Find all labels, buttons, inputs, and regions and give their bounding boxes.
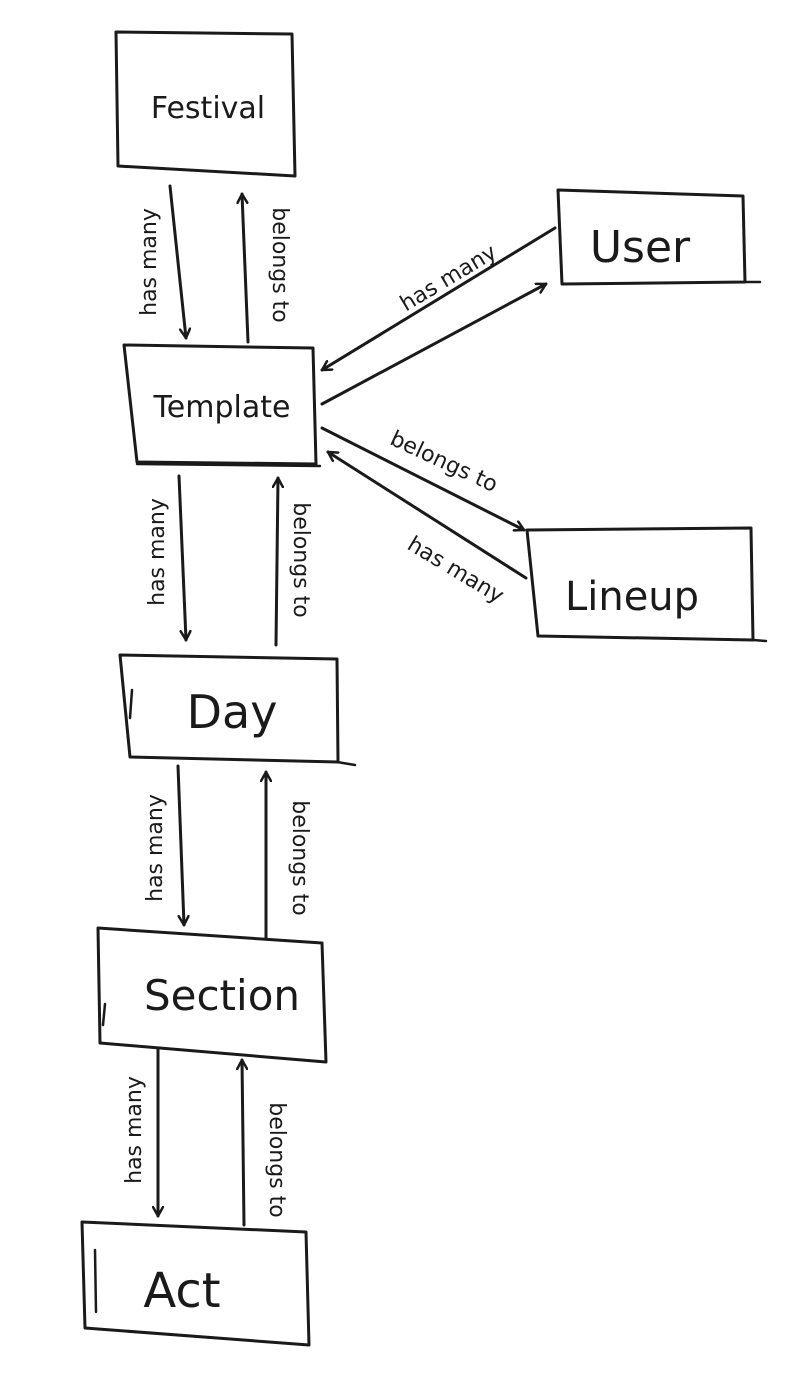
label-festival-has-many: has many	[137, 208, 162, 316]
arrow-template-lineup	[320, 426, 526, 530]
node-section: Section	[96, 926, 328, 1064]
label-template-belongs-to-lineup: belongs to	[386, 426, 501, 497]
arrow-template-user	[320, 282, 548, 406]
arrow-lineup-template	[326, 450, 528, 580]
node-act: Act	[80, 1220, 311, 1347]
label-day-has-many: has many	[143, 794, 168, 902]
label-template-belongs-to-festival: belongs to	[267, 207, 292, 323]
label-act-belongs-to-section: belongs to	[264, 1102, 289, 1218]
node-user-label: User	[590, 222, 691, 273]
arrow-festival-template-up	[242, 192, 250, 344]
arrow-day-section-down	[176, 764, 184, 927]
label-day-belongs-to-template: belongs to	[288, 502, 313, 618]
label-user-has-many: has many	[396, 240, 501, 317]
node-festival-label: Festival	[151, 91, 265, 126]
node-user: User	[556, 188, 762, 286]
node-section-label: Section	[144, 971, 300, 1020]
node-lineup-label: Lineup	[565, 574, 699, 620]
node-template: Template	[122, 343, 322, 468]
node-day-label: Day	[187, 685, 278, 739]
arrow-festival-template-down	[168, 184, 186, 340]
label-template-has-many-day: has many	[145, 498, 170, 606]
node-day: Day	[118, 653, 357, 767]
node-act-label: Act	[143, 1263, 220, 1319]
node-lineup: Lineup	[525, 526, 768, 643]
node-festival: Festival	[114, 30, 297, 178]
arrow-template-day-down	[177, 474, 186, 642]
arrow-day-template-up	[276, 476, 278, 647]
label-section-has-many: has many	[122, 1076, 147, 1184]
label-lineup-has-many: has many	[403, 532, 508, 609]
arrow-act-section-up	[242, 1058, 244, 1227]
arrow-user-template	[320, 226, 557, 372]
label-section-belongs-to-day: belongs to	[287, 800, 312, 916]
node-template-label: Template	[153, 390, 291, 425]
